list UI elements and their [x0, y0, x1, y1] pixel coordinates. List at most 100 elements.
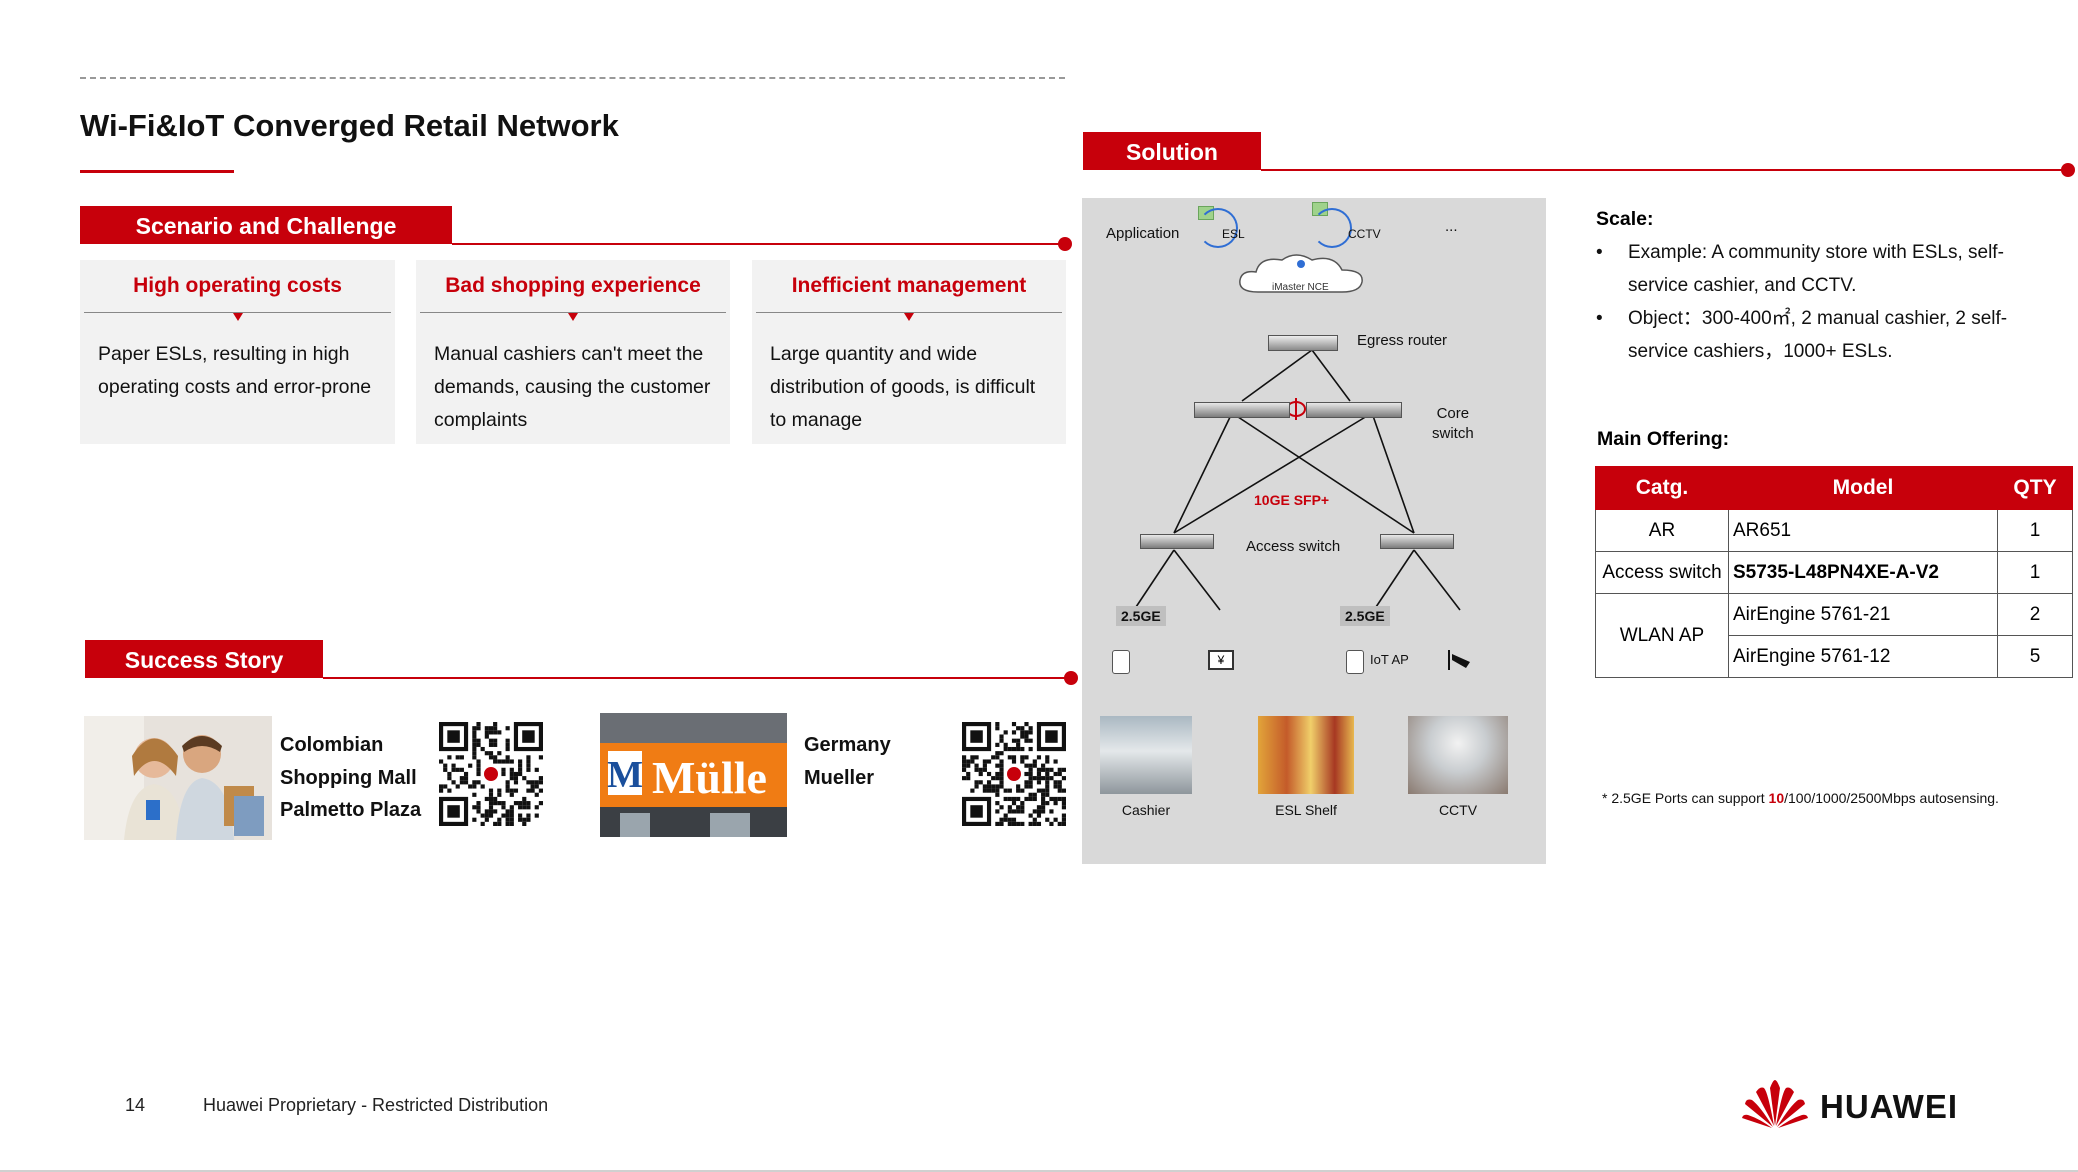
bottom-rule [0, 1170, 2078, 1172]
store-sign-text: Mülle [652, 752, 767, 803]
table-cell-qty: 1 [1997, 551, 2073, 594]
table-header-cell: Model [1728, 466, 1998, 510]
solution-section-dot [2061, 163, 2075, 177]
solution-section-tab: Solution [1083, 132, 1261, 170]
qr-code-mueller[interactable] [962, 722, 1066, 826]
table-row: Access switch S5735-L48PN4XE-A-V2 1 [1595, 551, 2073, 594]
title-underline [80, 170, 234, 173]
down-arrow-icon [568, 313, 578, 321]
table-row: WLAN AP AirEngine 5761-21 2 [1595, 593, 2073, 678]
story-mueller: Germany Mueller [804, 729, 891, 794]
challenge-card-body: Manual cashiers can't meet the demands, … [434, 343, 711, 431]
story-line: Germany [804, 734, 891, 756]
table-header-cell: Catg. [1595, 466, 1729, 510]
card-divider [420, 312, 726, 313]
cctv-camera-icon [1448, 650, 1470, 670]
challenge-card-experience: Bad shopping experience Manual cashiers … [416, 260, 730, 444]
cashier-photo-label: Cashier [1121, 802, 1171, 818]
solution-section-line [1261, 169, 2065, 171]
speed-badge-right: 2.5GE [1340, 606, 1390, 626]
challenge-card-body: Paper ESLs, resulting in high operating … [98, 343, 372, 398]
table-row: AR AR651 1 [1595, 509, 2073, 552]
cloud-label: iMaster NCE [1272, 282, 1329, 293]
qr-code-colombian[interactable] [439, 722, 543, 826]
footer-text: Huawei Proprietary - Restricted Distribu… [203, 1095, 549, 1115]
table-cell-catg: Access switch [1595, 551, 1729, 594]
bullet-dot-icon: • [1596, 242, 1603, 263]
scale-bullet-text: Example: A community store with ESLs, se… [1628, 242, 2004, 296]
table-cell-qty: 1 [1997, 509, 2073, 552]
table-cell-catg: WLAN AP [1595, 593, 1729, 678]
core-switch-label-line: Core [1436, 405, 1470, 422]
ap-icon [1112, 650, 1130, 674]
cctv-photo [1408, 716, 1508, 794]
card-divider [756, 312, 1062, 313]
cctv-photo-label: CCTV [1438, 802, 1478, 818]
scale-title: Scale: [1596, 208, 1654, 230]
scale-bullet: • Example: A community store with ESLs, s… [1596, 236, 2036, 302]
egress-router-icon [1268, 335, 1338, 351]
iot-ap-icon [1346, 650, 1364, 674]
story-line: Shopping Mall [280, 766, 417, 789]
core-switch-label-line: switch [1432, 425, 1474, 442]
topology-links [1133, 349, 1461, 611]
scale-bullet: • Object：300-400㎡, 2 manual cashier, 2 se… [1596, 302, 2036, 368]
uplink-speed-label: 10GE SFP+ [1254, 492, 1330, 508]
challenge-card-management: Inefficient management Large quantity an… [752, 260, 1066, 444]
story-colombian: Colombian Shopping Mall Palmetto Plaza [280, 729, 421, 827]
mueller-store-photo: M Mülle [600, 713, 787, 837]
core-switch-label: Core switch [1432, 404, 1474, 444]
success-section-line [323, 677, 1068, 679]
table-cell-model: AirEngine 5761-12 [1728, 635, 1998, 678]
huawei-logo-text: HUAWEI [1820, 1088, 1958, 1125]
table-cell-model: AR651 [1728, 509, 1998, 552]
bullet-dot-icon: • [1596, 308, 1603, 329]
scenario-section-line [452, 243, 1062, 245]
challenge-card-body: Large quantity and wide distribution of … [770, 343, 1036, 431]
challenge-card-title: Inefficient management [791, 274, 1027, 297]
story-line: Palmetto Plaza [280, 799, 422, 821]
core-switch-icon [1306, 402, 1402, 418]
table-cell-model: AirEngine 5761-21 [1728, 593, 1998, 636]
offering-title: Main Offering: [1597, 428, 1730, 450]
esl-ring-icon [1198, 208, 1238, 248]
table-cell-model: S5735-L48PN4XE-A-V2 [1728, 551, 1998, 594]
speed-badge-left: 2.5GE [1116, 606, 1166, 626]
table-cell-catg: AR [1595, 509, 1729, 552]
challenge-card-title: High operating costs [133, 274, 342, 297]
success-section-tab: Success Story [85, 640, 323, 678]
table-cell-qty: 5 [1997, 635, 2073, 678]
esl-shelf-photo [1258, 716, 1354, 794]
page-number: 14 [125, 1095, 146, 1115]
scenario-section-dot [1058, 237, 1072, 251]
svg-text:M: M [607, 754, 643, 796]
access-switch-icon [1380, 534, 1454, 549]
scale-bullet-text: Object：300-400㎡, 2 manual cashier, 2 sel… [1628, 308, 2008, 362]
scale-bullets: • Example: A community store with ESLs, s… [1596, 236, 2036, 368]
scenario-section-tab: Scenario and Challenge [80, 206, 452, 244]
esl-label: ESL [1222, 227, 1245, 241]
iot-ap-label: IoT AP [1370, 652, 1409, 667]
cashier-terminal-icon: ¥ [1208, 650, 1234, 670]
cctv-label: CCTV [1348, 227, 1381, 241]
table-row: AirEngine 5761-12 5 [1596, 635, 2073, 678]
application-label: Application [1106, 225, 1180, 242]
access-switch-icon [1140, 534, 1214, 549]
top-dashed-divider [80, 77, 1065, 79]
offering-table: Catg. Model QTY AR AR651 1 Access switch… [1595, 466, 2073, 678]
story-line: Colombian [280, 734, 384, 756]
footnote-prefix: * 2.5GE Ports can support [1602, 790, 1769, 806]
cctv-ring-icon [1312, 208, 1352, 248]
table-cell-qty: 2 [1997, 593, 2073, 636]
down-arrow-icon [904, 313, 914, 321]
cashier-photo [1100, 716, 1192, 794]
challenge-card-costs: High operating costs Paper ESLs, resulti… [80, 260, 395, 444]
shopping-couple-photo [84, 716, 272, 840]
access-switch-label: Access switch [1246, 538, 1341, 555]
cloud-icon [1239, 254, 1363, 293]
story-line: Mueller [804, 766, 875, 789]
esl-shelf-photo-label: ESL Shelf [1275, 802, 1337, 818]
huawei-logo-icon [1742, 1080, 1808, 1128]
network-diagram: Application ESL CCTV ... iMaster NCE Egr… [1082, 198, 1546, 864]
down-arrow-icon [232, 313, 243, 321]
